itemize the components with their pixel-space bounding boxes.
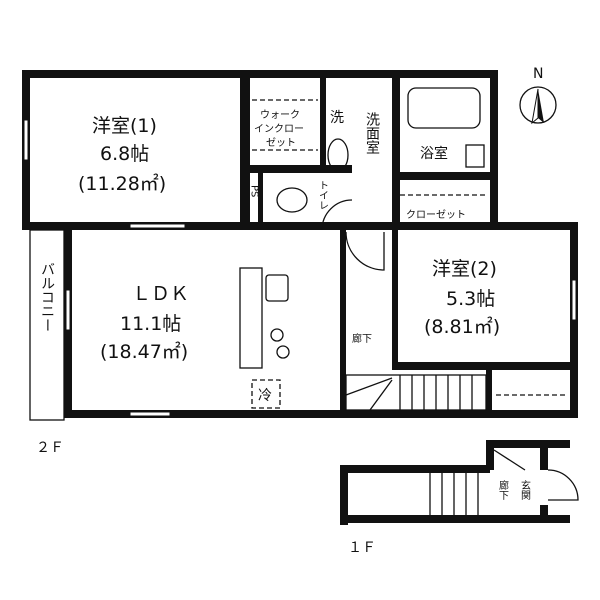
fridge-space	[251, 379, 281, 409]
closet-label: クローゼット	[406, 209, 466, 221]
staircase-2f	[345, 374, 487, 411]
balcony-label: バルコニー	[39, 262, 55, 332]
stove-icon	[270, 328, 284, 342]
room-ldk-area: (18.47㎡)	[100, 340, 188, 363]
walkin-closet-label-1: ウォーク	[260, 109, 300, 121]
room-western2-area: (8.81㎡)	[424, 315, 500, 338]
balcony-outline	[29, 229, 65, 421]
hallway-2f-label: 廊下	[352, 332, 372, 345]
room-ldk-size: 11.1帖	[120, 313, 181, 335]
door-swing	[345, 231, 385, 271]
ps-label: PS	[249, 185, 260, 197]
bath-faucet-icon	[465, 144, 485, 168]
bathtub-icon	[407, 87, 481, 129]
kitchen-counter	[239, 267, 263, 369]
windows	[23, 119, 577, 417]
fridge-label: 冷	[258, 388, 272, 404]
walkin-closet-label-3: ゼット	[266, 137, 296, 149]
room-western2-name: 洋室(2)	[432, 258, 497, 280]
room-western1-area: (11.28㎡)	[78, 172, 166, 195]
floor-1f-label: １Ｆ	[348, 540, 376, 556]
walkin-closet-label-2: インクロー	[254, 123, 304, 135]
sink-icon	[265, 274, 289, 302]
washroom-label: 洗面室	[364, 112, 380, 154]
fixtures	[239, 87, 566, 409]
room-western1-size: 6.8帖	[100, 143, 149, 165]
north-compass-icon	[519, 86, 557, 125]
washbasin-icon	[327, 138, 349, 172]
room-western2-size: 5.3帖	[446, 288, 495, 310]
bathroom-label: 浴室	[420, 145, 448, 162]
hallway-1f-label: 廊下	[497, 479, 509, 501]
staircase-1f	[429, 449, 526, 515]
toilet-icon	[276, 187, 308, 213]
room-western1-name: 洋室(1)	[92, 115, 157, 137]
walls-1f	[340, 440, 579, 525]
room-ldk-name: ＬＤＫ	[132, 283, 189, 305]
entrance-label: 玄関	[519, 479, 531, 501]
washer-label: 洗	[330, 110, 344, 126]
compass-label: N	[533, 66, 543, 82]
floor-2f-label: ２Ｆ	[36, 440, 64, 456]
toilet-label: トイレ	[317, 180, 329, 210]
